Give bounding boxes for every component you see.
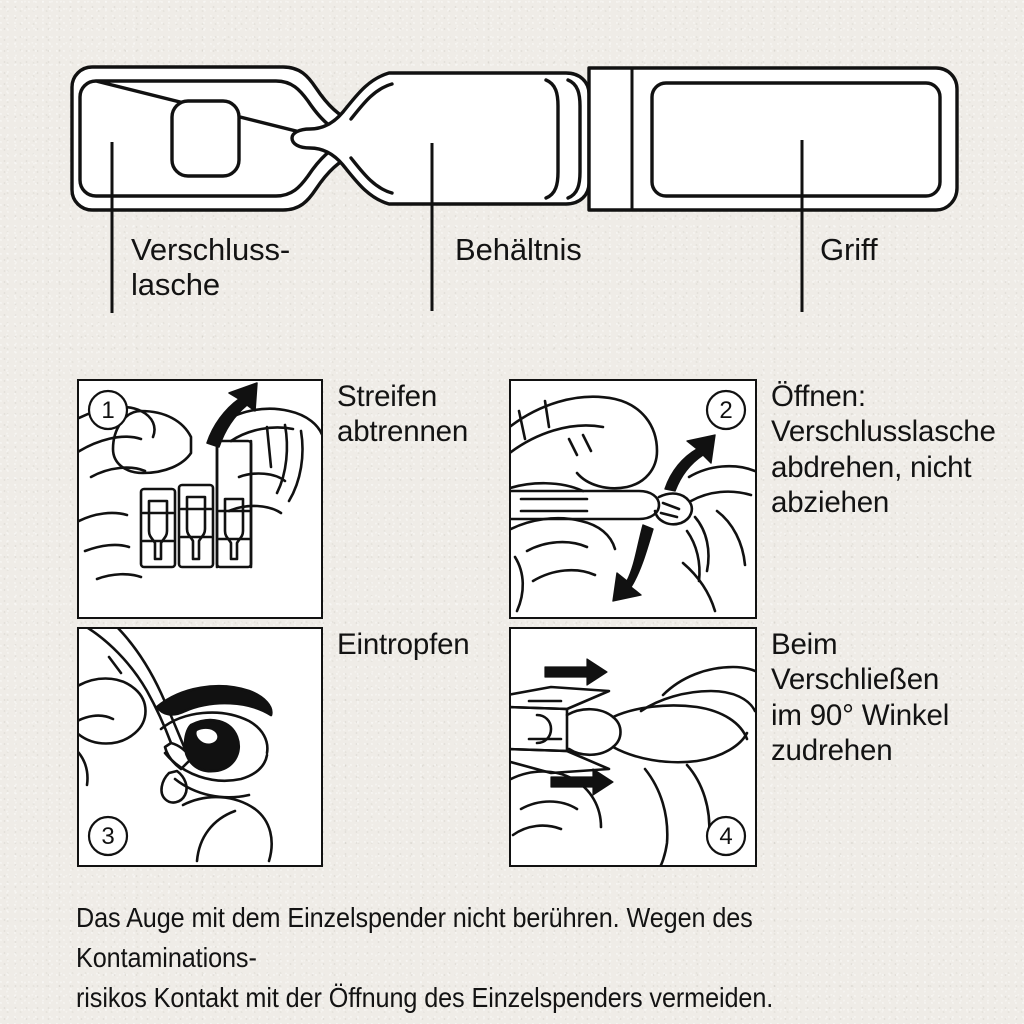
step-3-number: 3 xyxy=(101,823,114,850)
step-1-illustration xyxy=(79,382,321,581)
step-1-illustration-panel: 1 xyxy=(77,379,323,619)
container-body-shape xyxy=(290,71,591,206)
step-3-illustration-panel: 3 xyxy=(77,627,323,867)
step-2-number: 2 xyxy=(719,397,732,424)
anatomy-diagram: Verschluss- lasche Behältnis Griff xyxy=(0,0,1024,330)
container-inner-contour xyxy=(349,82,394,195)
step-2-illustration xyxy=(511,395,755,613)
step-3-number-badge: 3 xyxy=(87,815,129,857)
step-2-caption: Öffnen: Verschlusslasche abdrehen, nicht… xyxy=(771,380,996,520)
step-4-number: 4 xyxy=(719,823,732,850)
step-1-number-badge: 1 xyxy=(87,389,129,431)
step-4-illustration-panel: 4 xyxy=(509,627,757,867)
part-label-behaeltnis: Behältnis xyxy=(455,232,582,267)
container-rib-2 xyxy=(566,78,582,200)
closure-tab-window xyxy=(170,99,241,178)
step-2-arrow-down xyxy=(612,524,654,602)
part-label-griff: Griff xyxy=(820,232,878,267)
step-4-caption: Beim Verschließen im 90° Winkel zudrehen xyxy=(771,628,950,768)
step-4-arrow-right-lower xyxy=(550,768,614,796)
step-4-arrow-right-upper xyxy=(544,658,608,686)
footer-warning-note: Das Auge mit dem Einzelspender nicht ber… xyxy=(76,902,774,1013)
step-2-illustration-panel: 2 xyxy=(509,379,757,619)
step-1-number: 1 xyxy=(101,397,114,424)
step-1-caption: Streifen abtrennen xyxy=(337,380,469,449)
step-2-arrow-up xyxy=(664,434,716,492)
leader-lines xyxy=(110,140,804,313)
container-rib-1 xyxy=(544,78,560,200)
step-4-number-badge: 4 xyxy=(705,815,747,857)
step-3-caption: Eintropfen xyxy=(337,628,470,661)
handle-inner-panel xyxy=(650,81,942,198)
step-2-number-badge: 2 xyxy=(705,389,747,431)
step-1-arrow-up xyxy=(206,382,258,448)
part-label-verschlusslasche: Verschluss- lasche xyxy=(131,232,291,303)
anatomy-svg xyxy=(70,65,959,313)
step-3-illustration xyxy=(79,629,273,863)
